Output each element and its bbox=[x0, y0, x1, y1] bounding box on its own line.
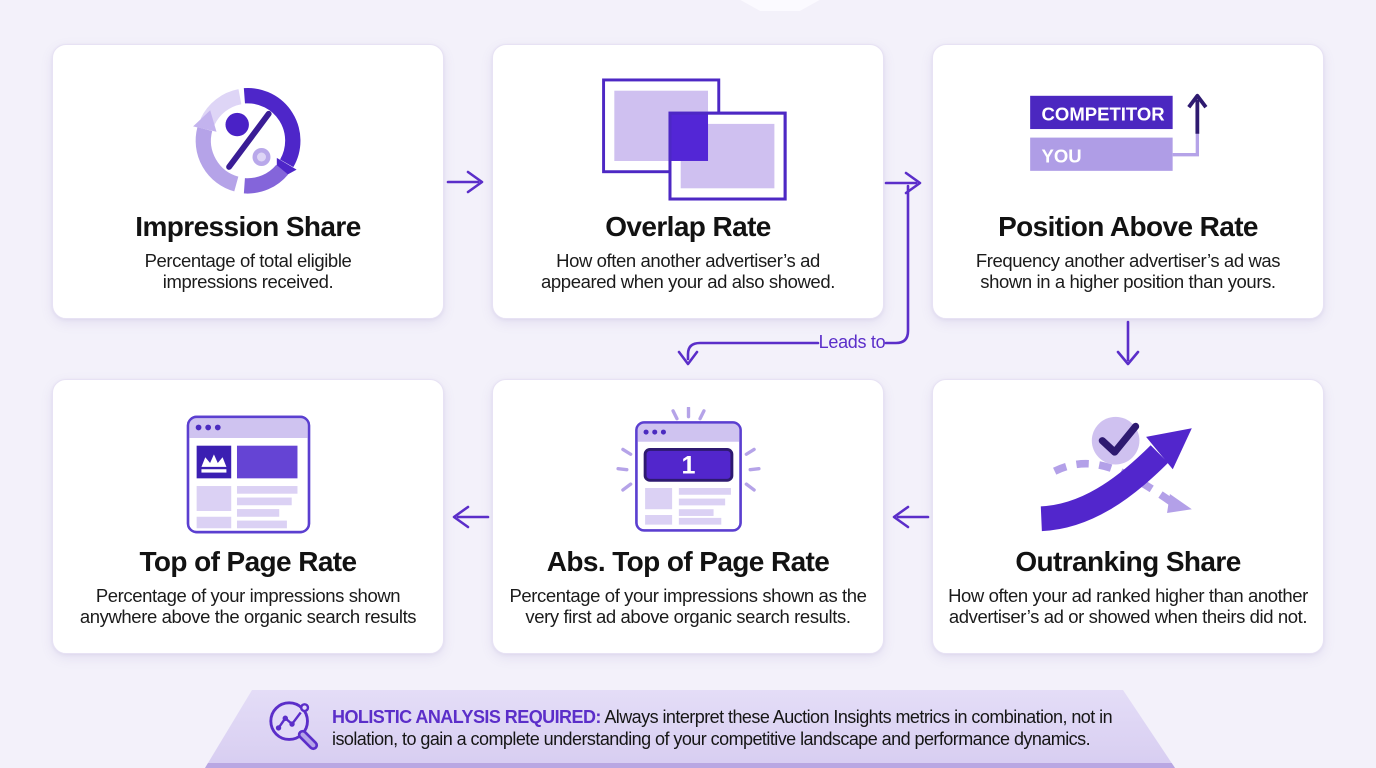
footer-note-body: Always interpret these Auction Insights … bbox=[332, 706, 1113, 749]
percent-cycle-icon bbox=[185, 69, 311, 209]
card-position-above-rate: COMPETITOR YOU Position Above Rate Frequ… bbox=[932, 44, 1324, 319]
rank-one-badge: 1 bbox=[681, 451, 695, 479]
card-overlap-rate: Overlap Rate How often another advertise… bbox=[492, 44, 884, 319]
top-decor-notch bbox=[740, 0, 820, 11]
card-description: Percentage of total eligible impressions… bbox=[144, 250, 352, 292]
footer-banner: HOLISTIC ANALYSIS REQUIRED: Always inter… bbox=[205, 690, 1175, 768]
browser-rank-one-icon: 1 bbox=[615, 404, 762, 544]
footer-note-heading: HOLISTIC ANALYSIS REQUIRED: bbox=[332, 706, 601, 727]
position-bars-icon: COMPETITOR YOU bbox=[1028, 69, 1228, 209]
browser-crown-icon bbox=[185, 404, 312, 544]
card-description: Frequency another advertiser’s ad was sh… bbox=[975, 250, 1281, 292]
arrow-impression-to-overlap bbox=[446, 170, 484, 194]
card-outranking-share: Outranking Share How often your ad ranke… bbox=[932, 379, 1324, 654]
card-description: How often your ad ranked higher than ano… bbox=[948, 585, 1308, 627]
card-title: Impression Share bbox=[135, 211, 361, 242]
you-bar-label: YOU bbox=[1042, 145, 1082, 166]
card-title: Overlap Rate bbox=[605, 211, 771, 242]
overlap-rectangles-icon bbox=[586, 69, 791, 209]
magnifier-chart-icon bbox=[266, 698, 320, 757]
card-title: Abs. Top of Page Rate bbox=[546, 546, 830, 577]
card-description: How often another advertiser’s ad appear… bbox=[541, 250, 835, 292]
card-title: Top of Page Rate bbox=[139, 546, 357, 577]
growth-arrow-icon bbox=[1028, 404, 1228, 544]
card-description: Percentage of your impressions shown any… bbox=[79, 585, 417, 627]
arrow-abstop-to-top bbox=[452, 505, 490, 529]
card-title: Outranking Share bbox=[1015, 546, 1241, 577]
card-impression-share: Impression Share Percentage of total eli… bbox=[52, 44, 444, 319]
card-description: Percentage of your impressions shown as … bbox=[509, 585, 867, 627]
arrow-outranking-to-abstop bbox=[892, 505, 930, 529]
competitor-bar-label: COMPETITOR bbox=[1042, 103, 1165, 124]
card-abs-top-of-page-rate: 1 Abs. Top of Page Rate Percentage of yo… bbox=[492, 379, 884, 654]
banner-bottom-strip bbox=[205, 763, 1175, 768]
card-title: Position Above Rate bbox=[998, 211, 1258, 242]
leads-to-label: Leads to bbox=[818, 332, 886, 352]
arrow-overlap-to-position bbox=[884, 171, 922, 195]
card-top-of-page-rate: Top of Page Rate Percentage of your impr… bbox=[52, 379, 444, 654]
arrow-position-to-outranking bbox=[1116, 320, 1140, 366]
footer-note: HOLISTIC ANALYSIS REQUIRED: Always inter… bbox=[332, 706, 1132, 750]
